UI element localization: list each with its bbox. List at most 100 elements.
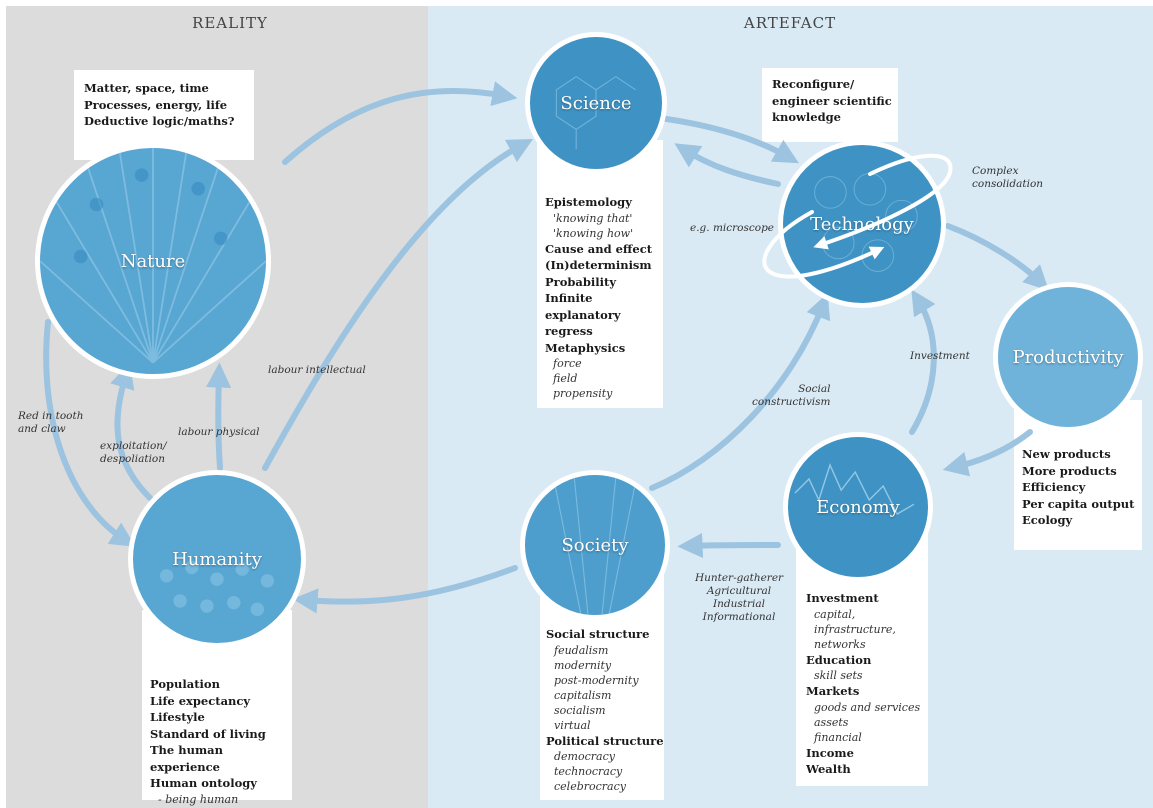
- arrow-economy-technology: [909, 289, 937, 435]
- arrow-humanity-nature-labour: [205, 362, 232, 471]
- economy-card-item: goods and services: [814, 700, 921, 714]
- arrow-technology-science: [674, 143, 781, 187]
- label-labour-physical: labour physical: [178, 426, 260, 438]
- label-economic-eras: Hunter-gatherer Agricultural Industrial …: [694, 572, 784, 623]
- label-labour-intellectual: labour intellectual: [268, 364, 366, 376]
- society-card-item: capitalism: [554, 688, 612, 702]
- label-complex-consolidation: Complex consolidation: [972, 165, 1044, 190]
- arrow-society-technology: [649, 293, 831, 491]
- economy-card-item: Income: [806, 745, 854, 760]
- technology-node: Technology: [778, 140, 946, 308]
- molecule-texture: [555, 75, 636, 150]
- science-card-item: (In)determinism: [545, 258, 652, 272]
- stock-chart-texture: [794, 463, 915, 515]
- nature-node: Nature: [35, 143, 271, 379]
- productivity-card-item: More products: [1022, 463, 1117, 478]
- arrow-productivity-economy: [942, 429, 1033, 477]
- science-card-item: regress: [545, 324, 593, 338]
- science-node: Science: [525, 32, 667, 174]
- economy-card-item: infrastructure,: [814, 622, 896, 636]
- humanity-card-item: Standard of living: [150, 726, 266, 741]
- economy-card-item: capital,: [814, 607, 856, 621]
- peacock-texture: [40, 148, 266, 364]
- science-card-item: explanatory: [545, 307, 621, 322]
- science-card-item: Cause and effect: [545, 241, 653, 256]
- building-texture: [552, 475, 638, 615]
- humanity-card-item: Population: [150, 677, 220, 691]
- economy-card-item: Education: [806, 652, 872, 667]
- economy-card-item: networks: [814, 637, 866, 651]
- technology-card-item: Reconfigure/: [772, 77, 855, 91]
- humanity-card-item: Life expectancy: [150, 693, 251, 708]
- label-social-constructivism: Social constructivism: [752, 383, 831, 408]
- artefact-heading: ARTEFACT: [743, 14, 837, 32]
- society-card-item: democracy: [554, 750, 615, 763]
- humanity-card-item: - being human: [158, 792, 239, 806]
- nature-card-item: Processes, energy, life: [84, 97, 228, 112]
- nature-label: Nature: [120, 250, 186, 272]
- reality-heading: REALITY: [192, 14, 268, 32]
- society-card-item: Social structure: [546, 627, 650, 641]
- economy-card-item: financial: [814, 730, 862, 744]
- technology-card-item: engineer scientific: [772, 93, 892, 108]
- arrow-science-technology: [657, 115, 799, 164]
- science-label: Science: [560, 92, 632, 114]
- arrow-technology-productivity: [945, 223, 1049, 291]
- arrow-nature-science: [282, 81, 518, 165]
- productivity-label: Productivity: [1012, 346, 1124, 368]
- nature-card-item: Deductive logic/maths?: [84, 114, 235, 128]
- arrow-nature-humanity: [43, 319, 136, 547]
- science-card-item: force: [553, 357, 582, 370]
- technology-card: Reconfigure/engineer scientific knowledge: [762, 68, 898, 142]
- humanity-card-item: The human experience: [150, 743, 223, 774]
- productivity-card-item: Per capita output: [1022, 496, 1135, 511]
- nature-card-item: Matter, space, time: [84, 81, 209, 95]
- economy-label: Economy: [816, 496, 900, 518]
- economy-node: Economy: [783, 432, 933, 582]
- science-card-item: 'knowing that': [553, 211, 633, 225]
- humanity-label: Humanity: [172, 548, 262, 570]
- economy-card-item: assets: [814, 715, 849, 729]
- productivity-card-item: New products: [1022, 447, 1111, 461]
- science-card-item: Metaphysics: [545, 340, 626, 355]
- society-label: Society: [561, 534, 629, 556]
- lens-texture: [814, 172, 918, 272]
- technology-card-item: knowledge: [772, 110, 841, 124]
- science-card-item: field: [553, 372, 578, 385]
- society-card-item: technocracy: [554, 765, 623, 778]
- arrow-humanity-nature-exploitation: [110, 362, 153, 501]
- humanity-card-item: Lifestyle: [150, 710, 205, 724]
- label-microscope: e.g. microscope: [690, 222, 775, 234]
- science-card-item: Probability: [545, 274, 617, 289]
- economy-card-item: Wealth: [806, 762, 851, 776]
- arrow-humanity-science: [262, 139, 534, 471]
- arrow-economy-society: [677, 532, 781, 559]
- science-card-item: propensity: [553, 387, 613, 400]
- society-card-item: feudalism: [554, 643, 609, 657]
- science-card-item: Infinite: [545, 291, 593, 305]
- science-card-item: Epistemology: [545, 195, 632, 209]
- society-card-item: virtual: [554, 718, 591, 732]
- humanity-card-item: Human ontology: [150, 776, 257, 790]
- society-node: Society: [520, 470, 670, 620]
- science-card-item: 'knowing how': [553, 226, 634, 240]
- label-investment: Investment: [910, 350, 970, 362]
- productivity-card-item: Efficiency: [1022, 480, 1086, 494]
- economy-card-item: skill sets: [814, 669, 863, 682]
- economy-card-item: Investment: [806, 591, 879, 605]
- label-red-in-tooth: Red in tooth and claw: [18, 410, 84, 435]
- science-card: Epistemology 'knowing that''knowing how'C…: [537, 140, 663, 408]
- arrow-society-humanity: [292, 565, 518, 614]
- productivity-card-item: Ecology: [1022, 513, 1073, 527]
- label-exploitation: exploitation/ despoliation: [100, 440, 167, 465]
- crowd-texture: [159, 560, 275, 617]
- society-card-item: post-modernity: [554, 673, 639, 687]
- society-card-item: modernity: [554, 658, 612, 672]
- productivity-node: Productivity: [993, 282, 1143, 432]
- economy-card-item: Markets: [806, 684, 860, 698]
- society-card-item: celebrocracy: [554, 780, 626, 793]
